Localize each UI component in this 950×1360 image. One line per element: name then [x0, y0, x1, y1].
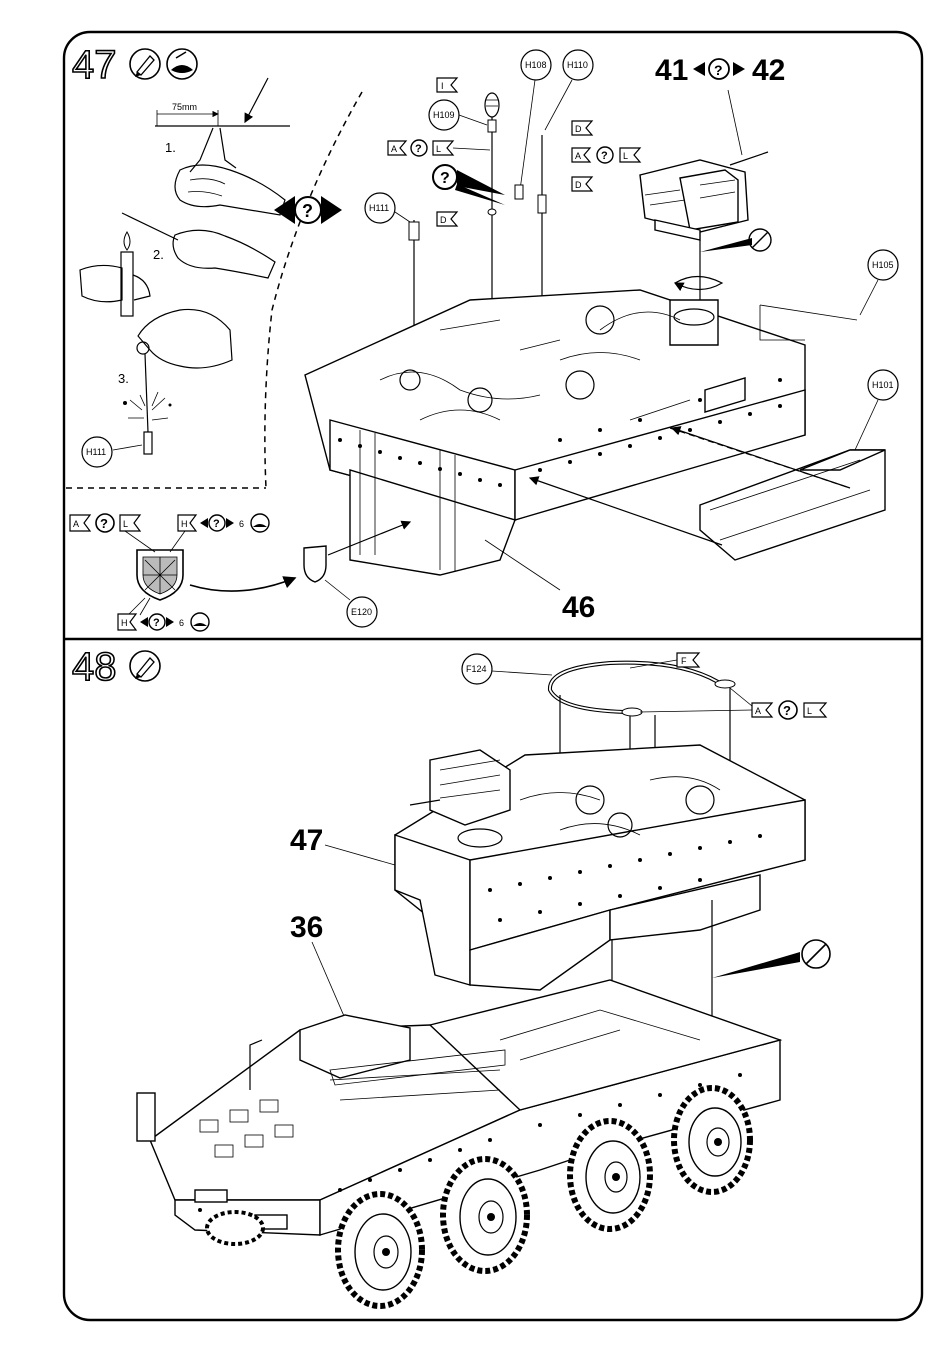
svg-text:H: H: [121, 618, 128, 628]
svg-text:L: L: [623, 151, 628, 161]
svg-text:L: L: [123, 519, 128, 529]
callout-h105: H105: [860, 250, 898, 315]
svg-text:D: D: [575, 180, 582, 190]
svg-text:H101: H101: [872, 380, 894, 390]
glue-icon: [130, 651, 160, 681]
svg-text:L: L: [436, 144, 441, 154]
paint-icon: [251, 514, 269, 532]
svg-text:D: D: [575, 124, 582, 134]
svg-text:E120: E120: [351, 607, 372, 617]
svg-text:?: ?: [100, 516, 108, 531]
svg-text:?: ?: [440, 170, 450, 187]
paint-icon: [191, 613, 209, 631]
subassembly-reference: 41 ? 42: [655, 54, 785, 155]
svg-text:H110: H110: [567, 60, 588, 70]
step-47: 47 75mm 1. 2.: [66, 43, 898, 631]
color-tag-d-2: D: [572, 177, 592, 191]
callout-h110: H110: [545, 50, 593, 130]
placement-arrow: [190, 578, 295, 591]
svg-text:A: A: [391, 144, 397, 154]
result-label-46: 46: [562, 591, 595, 624]
svg-text:A: A: [575, 151, 581, 161]
svg-text:6: 6: [179, 618, 184, 628]
step-48: 48 F124 F A ? L: [72, 645, 830, 1306]
callout-h111-top: H111: [365, 193, 410, 223]
substep-3: 3.: [118, 371, 129, 386]
callout-h108: H108: [520, 50, 551, 190]
svg-text:6: 6: [239, 519, 244, 529]
svg-text:42: 42: [752, 54, 785, 87]
weapon-station: [640, 152, 771, 300]
svg-text:H109: H109: [433, 110, 455, 120]
svg-text:A: A: [73, 519, 79, 529]
color-tag-i: I: [437, 78, 457, 92]
svg-text:?: ?: [302, 201, 313, 221]
svg-text:A: A: [755, 706, 761, 716]
svg-text:H108: H108: [525, 60, 547, 70]
glue-icon: [130, 49, 160, 79]
color-tag-d-1: D: [572, 121, 592, 135]
svg-text:D: D: [440, 215, 447, 225]
svg-text:?: ?: [153, 617, 160, 629]
substep-2: 2.: [153, 247, 164, 262]
svg-text:H: H: [181, 519, 188, 529]
choice-icon: ?: [274, 196, 342, 224]
svg-text:?: ?: [213, 518, 220, 530]
no-glue-icon: [700, 229, 771, 252]
color-tag-d-3: D: [437, 212, 457, 226]
label-assembly-36: 36: [290, 911, 323, 944]
svg-text:H111: H111: [86, 447, 106, 457]
callout-h101: H101: [855, 370, 898, 450]
wheel: [338, 1194, 422, 1306]
step-number: 47: [72, 43, 117, 87]
svg-text:F: F: [681, 656, 687, 666]
svg-text:?: ?: [415, 143, 422, 155]
choice-icon-antenna: ?: [433, 165, 505, 205]
wheel: [674, 1088, 750, 1192]
label-assembly-47: 47: [290, 824, 323, 857]
svg-text:41: 41: [655, 54, 688, 87]
paint-icon: [167, 49, 197, 79]
no-glue-icon: [712, 940, 830, 978]
svg-text:F124: F124: [466, 664, 487, 674]
svg-text:L: L: [807, 706, 812, 716]
wheel: [570, 1121, 650, 1229]
svg-text:I: I: [441, 81, 444, 91]
color-tags-a-l-2: A ? L: [572, 147, 640, 163]
callout-h109: H109: [429, 100, 487, 130]
svg-text:H105: H105: [872, 260, 894, 270]
measure-label: 75mm: [172, 102, 197, 112]
color-tags-a-l: A ? L: [388, 140, 490, 156]
step-number: 48: [72, 645, 117, 689]
svg-text:H111: H111: [369, 203, 389, 213]
substep-1: 1.: [165, 140, 176, 155]
svg-text:?: ?: [601, 150, 608, 162]
wheel: [443, 1159, 527, 1271]
stretched-sprue-illustration: 75mm 1. 2. 3. H111: [80, 78, 290, 467]
callout-e120: E120: [325, 580, 377, 627]
svg-text:?: ?: [714, 62, 723, 78]
svg-text:?: ?: [783, 703, 791, 718]
